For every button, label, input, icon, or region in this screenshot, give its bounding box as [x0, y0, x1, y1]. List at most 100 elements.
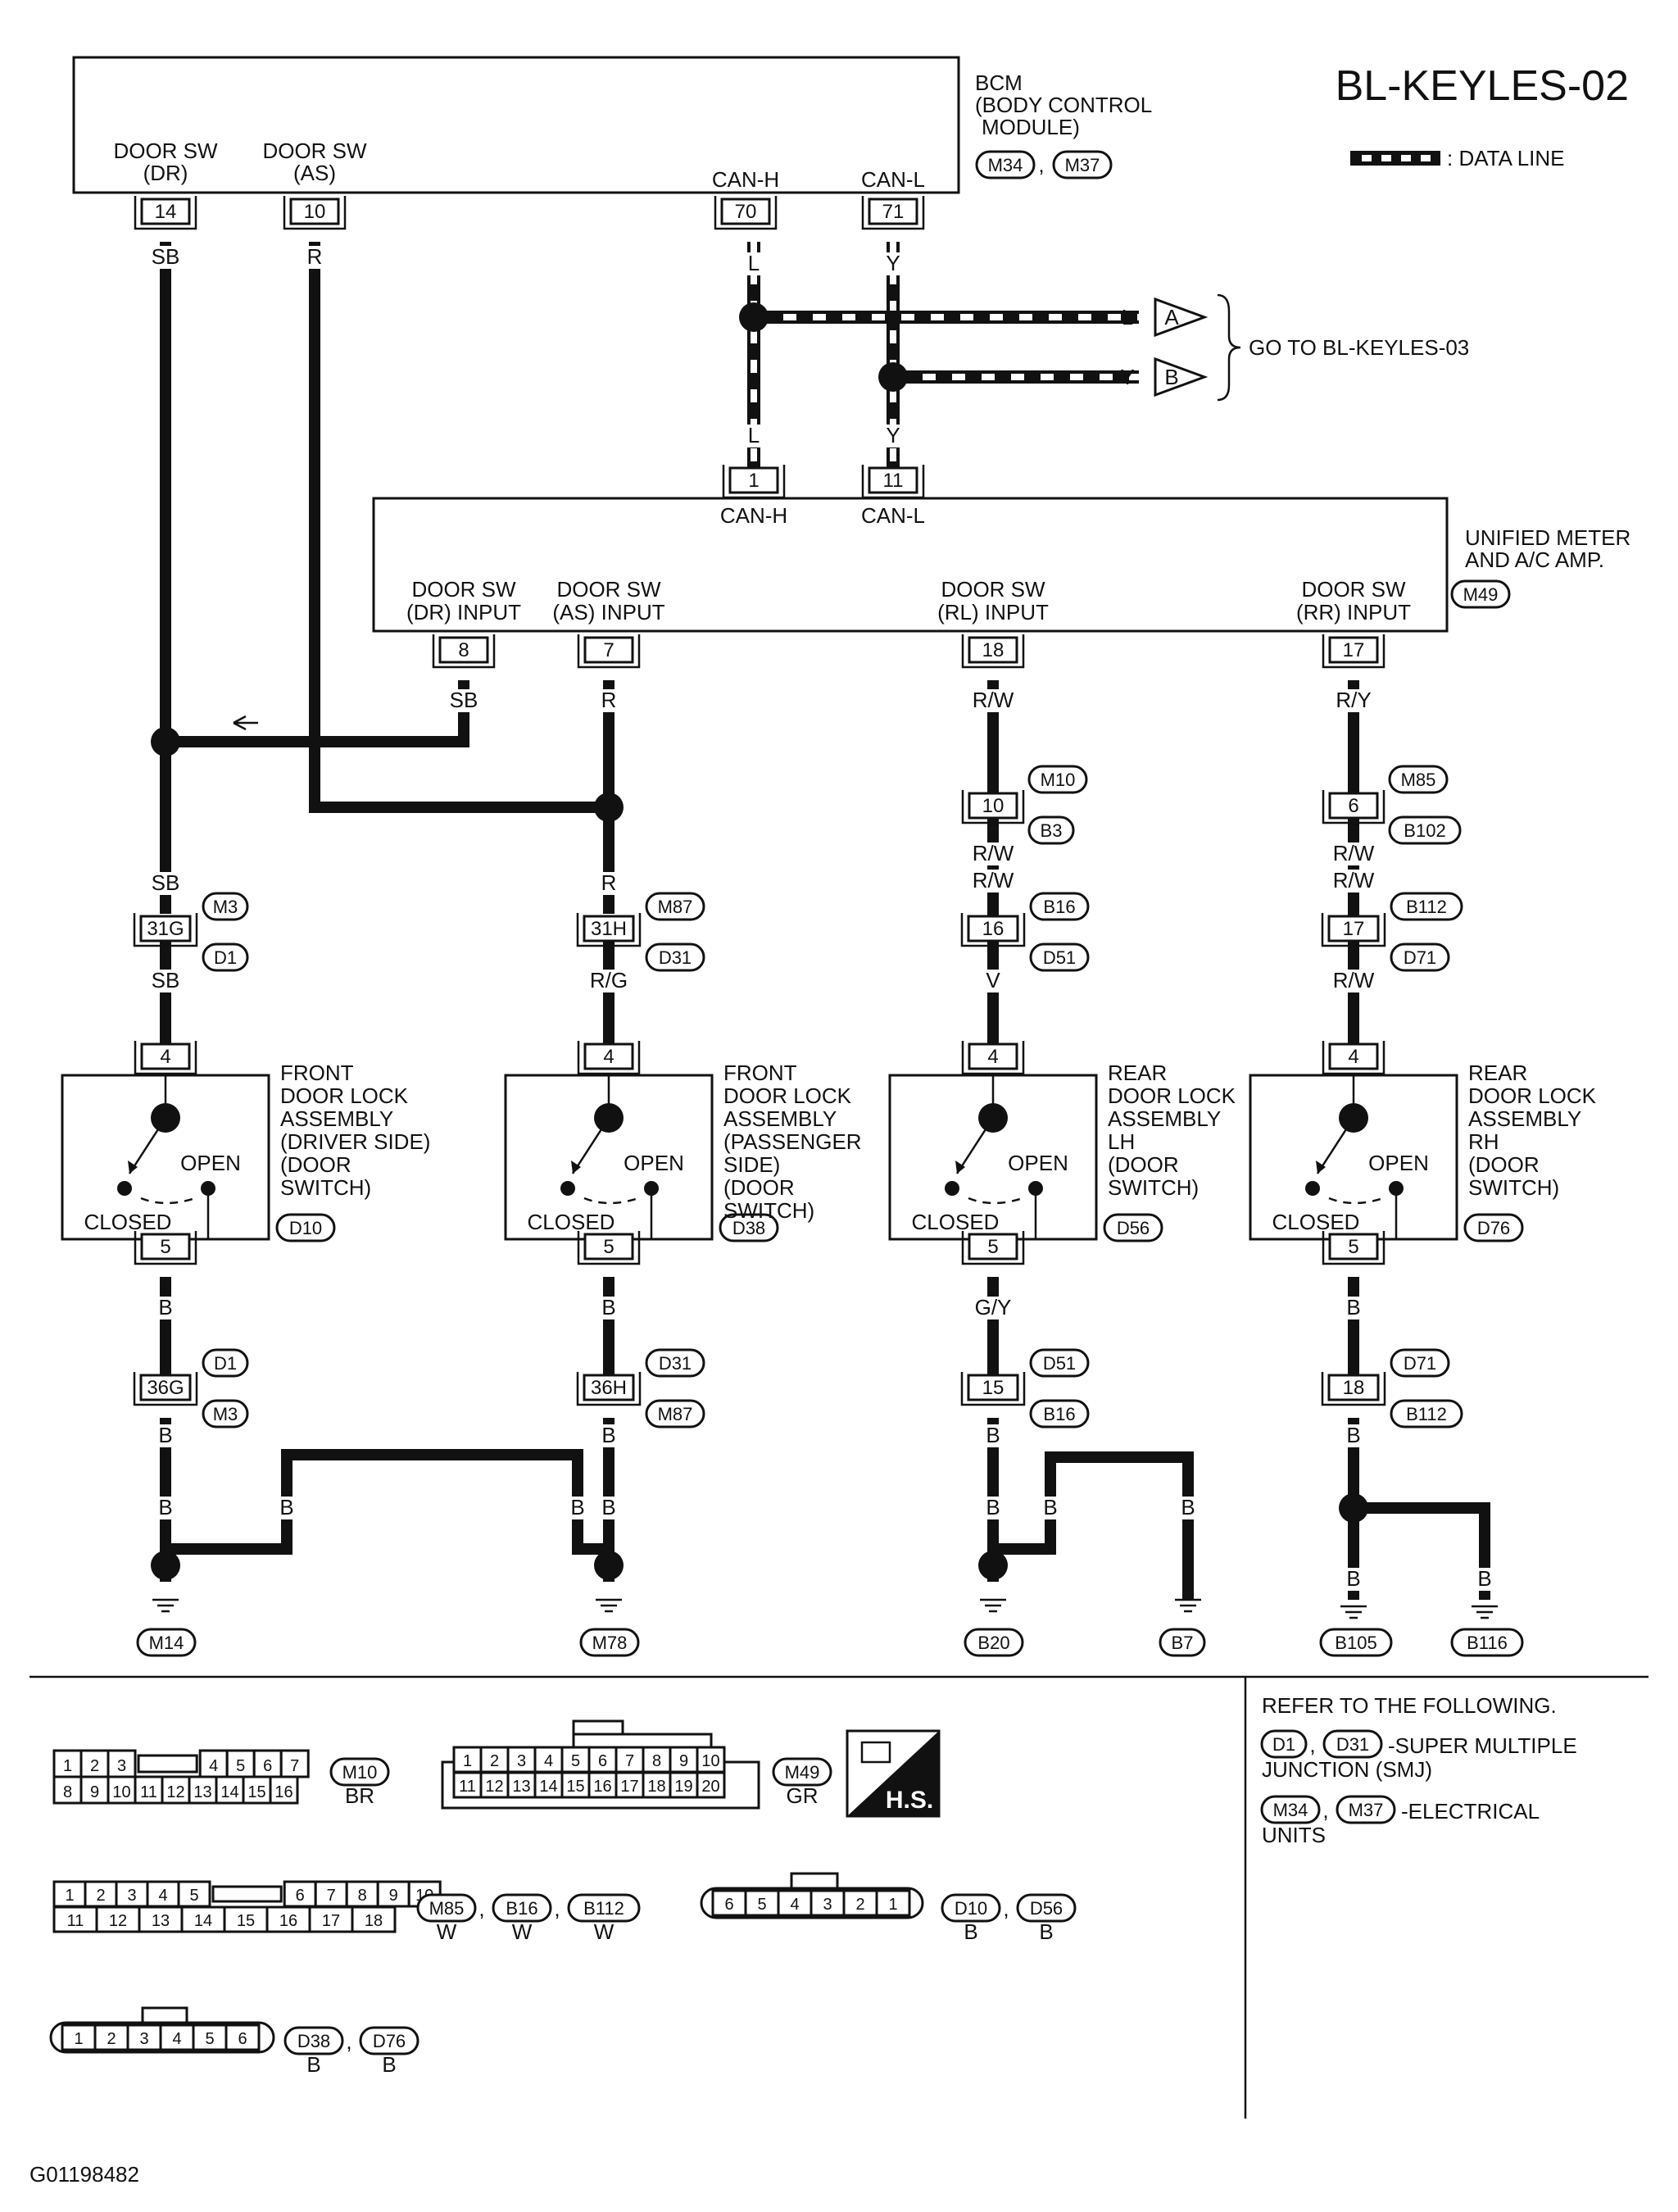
cavity-number: 8 [652, 1752, 661, 1770]
pin-box [1327, 915, 1380, 942]
bcm-name: (BODY CONTROL [975, 93, 1152, 117]
tag-text: D10 [955, 1898, 987, 1919]
connector-cavity [138, 1905, 184, 1933]
data-line-legend-label: : DATA LINE [1447, 146, 1565, 170]
connector-view-tag: B16 [492, 1893, 552, 1923]
junction2-pin: 15 [960, 1372, 1026, 1406]
cavity-number: 3 [117, 1757, 126, 1775]
connector-color: W [594, 1919, 615, 1944]
junction-pin: 17 [1321, 913, 1386, 947]
connector-cavity [696, 1771, 726, 1799]
tag-outline [645, 1348, 705, 1378]
pin-box [140, 1233, 191, 1260]
connector-color: B [306, 2052, 320, 2077]
pin-number: 18 [1343, 1377, 1365, 1399]
switch-arrow [128, 1161, 138, 1174]
connector-view-tag: M49 [772, 1757, 832, 1787]
meter-name: AND A/C AMP. [1465, 547, 1604, 572]
wire-label: R/W [1333, 968, 1375, 992]
cavity-number: 4 [172, 2030, 181, 2048]
switch-connector-tag: D10 [275, 1213, 336, 1242]
switch-pin-top: 4 [961, 1041, 1025, 1075]
tag-outline [1260, 1729, 1308, 1759]
wire-label-bg [736, 252, 772, 275]
switch-pin-top: 4 [577, 1041, 641, 1075]
wire-label: B [1346, 1423, 1360, 1447]
cavity-number: 9 [389, 1887, 398, 1905]
switch-pin-bottom: 5 [961, 1231, 1025, 1265]
pin-number: 71 [882, 201, 905, 223]
cavity-number: 2 [90, 1757, 99, 1775]
refer-heading: REFER TO THE FOLLOWING. [1262, 1693, 1557, 1718]
connector-cavity [52, 1775, 83, 1805]
wire-label-bg [446, 689, 482, 712]
connector-color: BR [345, 1783, 374, 1808]
cavity-number: 16 [274, 1783, 293, 1801]
cavity-number: 3 [127, 1887, 136, 1905]
d10-latch [790, 1872, 839, 1890]
pin-bracket [961, 1041, 1025, 1075]
tag-outline [1260, 1795, 1321, 1824]
switch-closed-label: CLOSED [84, 1210, 172, 1234]
tag-outline [1016, 1893, 1077, 1923]
tag-text: B112 [1406, 897, 1447, 917]
tag-text: M10 [342, 1762, 378, 1783]
cavity-number: 12 [166, 1783, 184, 1801]
tag-text: M37 [1065, 155, 1100, 175]
wire-label: B [1043, 1495, 1057, 1519]
tag-outline [1027, 815, 1075, 845]
tag-text: M85 [1401, 770, 1436, 790]
cavity-number: 8 [358, 1887, 367, 1905]
tag-text: D38 [297, 2031, 330, 2051]
pin-number: 17 [1343, 918, 1365, 940]
pin-box [968, 1233, 1018, 1260]
cavity-number: 12 [109, 1912, 127, 1930]
pin-bracket [134, 1041, 197, 1075]
tag-outline [579, 1628, 640, 1657]
switch-name: REAR [1468, 1061, 1527, 1085]
pin-bracket [1322, 1041, 1385, 1075]
tag-outline [645, 942, 705, 972]
switch-name: ASSEMBLY [723, 1106, 837, 1131]
connector-color: GR [787, 1783, 819, 1808]
switch-name: DOOR LOCK [1468, 1083, 1597, 1108]
data-line-legend-gap [1362, 155, 1372, 161]
pin-number: 10 [304, 201, 326, 223]
tag-text: B102 [1404, 820, 1445, 841]
wire-label: B [601, 1423, 615, 1447]
tag-text: M14 [149, 1633, 184, 1653]
cavity-number: 5 [757, 1896, 766, 1914]
connector-cavity [79, 1775, 110, 1805]
cavity-number: 3 [517, 1752, 526, 1770]
go-to-arrow [1154, 357, 1209, 397]
pin-bracket [134, 1231, 197, 1265]
rr-inline-pin: 6 [1322, 790, 1385, 824]
pin-bracket [576, 913, 642, 947]
switch-name: ASSEMBLY [1108, 1106, 1221, 1131]
tag-separator: , [478, 1896, 484, 1921]
tag-text: D31 [659, 947, 692, 968]
figure-id: G01198482 [29, 2162, 139, 2187]
pin-bracket [722, 465, 786, 499]
pin-box [438, 636, 489, 664]
wire-label: B [986, 1423, 1000, 1447]
switch-name: DOOR LOCK [1108, 1083, 1236, 1108]
refer-text: -ELECTRICAL [1401, 1799, 1540, 1824]
hs-label: H.S. [886, 1787, 933, 1814]
rr-inline-tag: B102 [1388, 815, 1462, 845]
switch-name: SWITCH) [280, 1175, 371, 1200]
tag-text: B3 [1041, 820, 1063, 841]
meter-input-label: DOOR SW [411, 577, 516, 602]
connector-cavity [265, 1905, 311, 1933]
wire-label-bg [1336, 1568, 1372, 1591]
hs-plug-icon [860, 1741, 891, 1764]
tag-text: M10 [1041, 770, 1076, 790]
pin-number: 7 [603, 639, 614, 661]
tag-outline [1029, 942, 1090, 972]
connector-cavity [506, 1746, 537, 1774]
cavity-number: 6 [263, 1757, 272, 1775]
wire-label: R [601, 870, 617, 895]
switch-closed-label: CLOSED [528, 1210, 615, 1234]
tag-outline [136, 1628, 197, 1657]
wire-as-r [309, 242, 609, 813]
